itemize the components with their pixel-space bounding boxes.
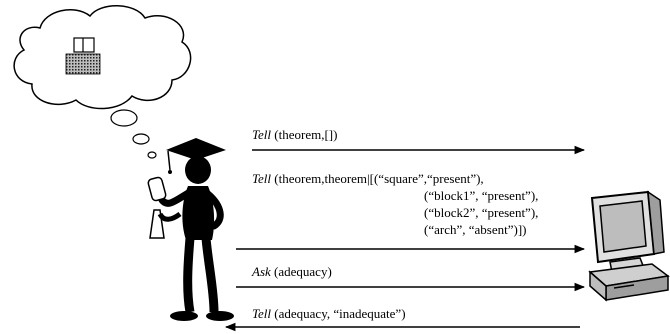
message-2-continuation-1: (“block1”, “present”), (424, 188, 539, 203)
message-2-label: Tell (theorem,theorem|[(“square”,“presen… (252, 171, 484, 186)
message-2-verb: Tell (252, 171, 272, 186)
thought-bubbles (110, 109, 157, 159)
message-3-label: Ask (adequacy) (252, 264, 332, 279)
message-2-continuation-2: (“block2”, “present”), (424, 205, 539, 220)
message-4-label: Tell (adequacy, “inadequate”) (252, 306, 406, 321)
message-4-args: (adequacy, “inadequate”) (271, 306, 406, 321)
message-3-verb: Ask (252, 264, 271, 279)
message-2-continuation-3: (“arch”, “absent”)]) (424, 222, 527, 237)
message-1-args: (theorem,[]) (271, 127, 338, 142)
message-2-args: (theorem,theorem|[(“square”,“present”), (271, 171, 484, 186)
arch-blocks-icon (65, 37, 101, 75)
message-4-verb: Tell (252, 306, 272, 321)
message-1-verb: Tell (252, 127, 272, 142)
message-1-label: Tell (theorem,[]) (252, 127, 337, 142)
message-3-args: (adequacy) (270, 264, 332, 279)
thought-cloud-icon (13, 5, 192, 110)
computer-icon (588, 190, 670, 302)
graduate-person-icon (147, 138, 234, 321)
